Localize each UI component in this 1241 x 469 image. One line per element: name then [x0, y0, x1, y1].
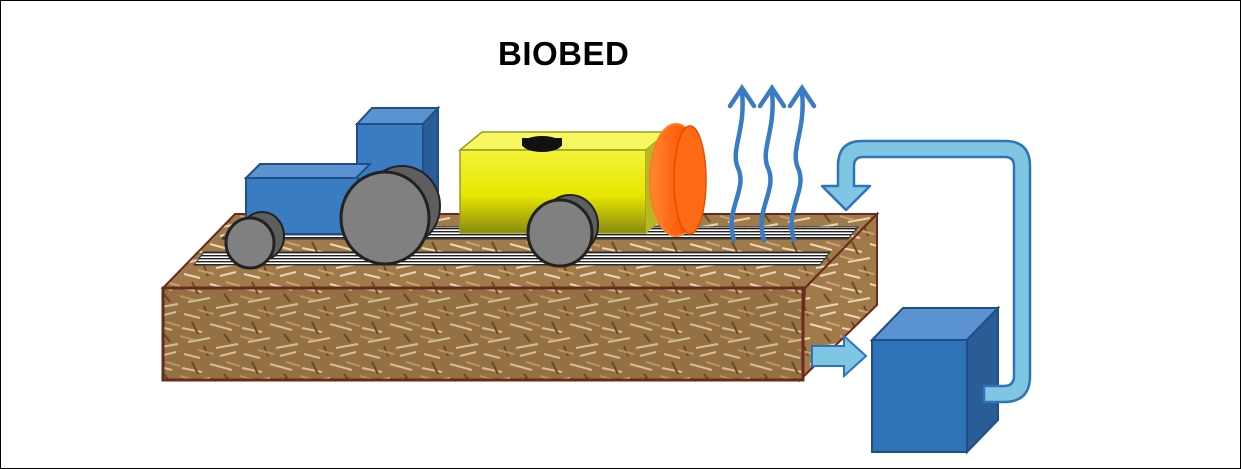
drain-arrow-icon [811, 333, 868, 379]
collection-tank-icon [869, 305, 1001, 455]
recirculation-arrow-icon [820, 139, 1032, 404]
tractor-icon [224, 105, 441, 270]
sprayer-tank-icon [457, 123, 707, 268]
diagram-title: BIOBED [498, 35, 630, 72]
vapor-arrows-icon [727, 83, 817, 243]
